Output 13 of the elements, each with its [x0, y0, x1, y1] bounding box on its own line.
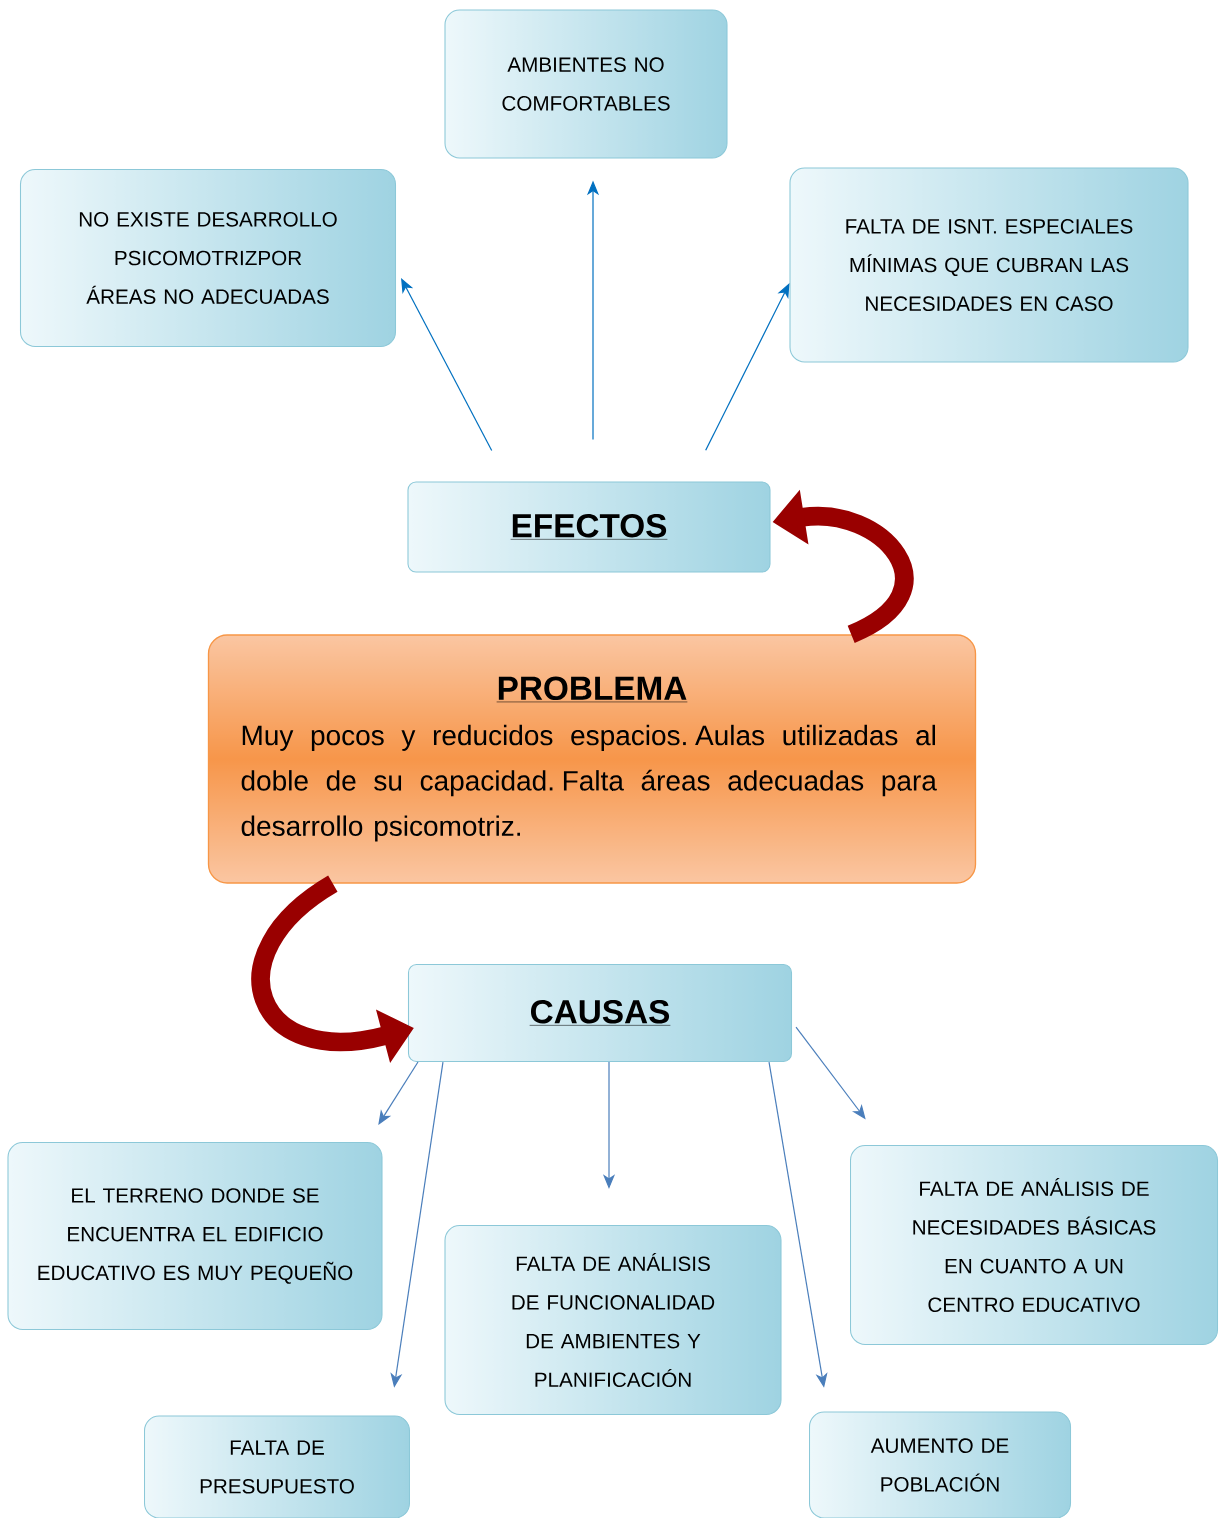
heading-box: CAUSAS	[407, 963, 793, 1063]
cause-box: EL TERRENO DONDE SE ENCUENTRA EL EDIFICIO EDUCATIVO ES MUY PEQUEÑO	[7, 1141, 383, 1331]
heading-box: EFECTOS	[407, 481, 771, 573]
arrow	[705, 283, 790, 451]
cause-box: FALTA DE PRESUPUESTO	[143, 1415, 411, 1518]
cause-box: FALTA DE ANÁLISIS DE NECESIDADES BÁSICAS EN CUANTO A UN CENTRO EDUCATIVO	[849, 1144, 1219, 1346]
problem-box: PROBLEMA Muy pocos y reducidos espacios. Aulas utilizadas al doble de su capacidad. Falta áreas adecuadas para desarrollo psicomotriz.	[207, 634, 977, 884]
effect-box: FALTA DE ISNT. ESPECIALES MÍNIMAS QUE CUBRAN LAS NECESIDADES EN CASO	[789, 167, 1189, 363]
effect-box: NO EXISTE DESARROLLO PSICOMOTRIZPOR ÁREAS NO ADECUADAS	[19, 168, 397, 348]
cause-box: AUMENTO DE POBLACIÓN	[808, 1411, 1072, 1518]
cause-box: FALTA DE ANÁLISIS DE FUNCIONALIDAD DE AMBIENTES Y PLANIFICACIÓN	[444, 1225, 782, 1416]
effect-box: AMBIENTES NO COMFORTABLES	[444, 9, 728, 159]
arrow	[401, 278, 493, 452]
